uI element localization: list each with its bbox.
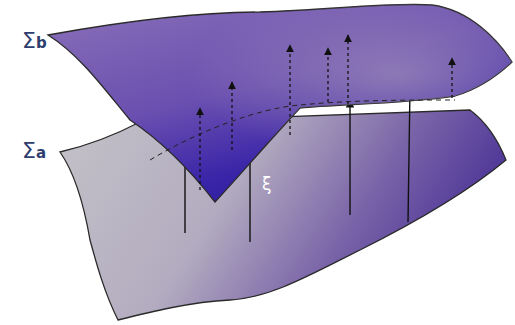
surface-label: Σa: [22, 140, 46, 162]
surface-b-sheen: [48, 4, 512, 202]
field-arrows-hidden: [200, 35, 452, 190]
surface-label: Σb: [22, 30, 47, 52]
surface-b: [48, 4, 512, 202]
field-label: ξ: [262, 176, 271, 193]
surface-a: [60, 110, 506, 320]
hidden-contour: [150, 100, 455, 160]
